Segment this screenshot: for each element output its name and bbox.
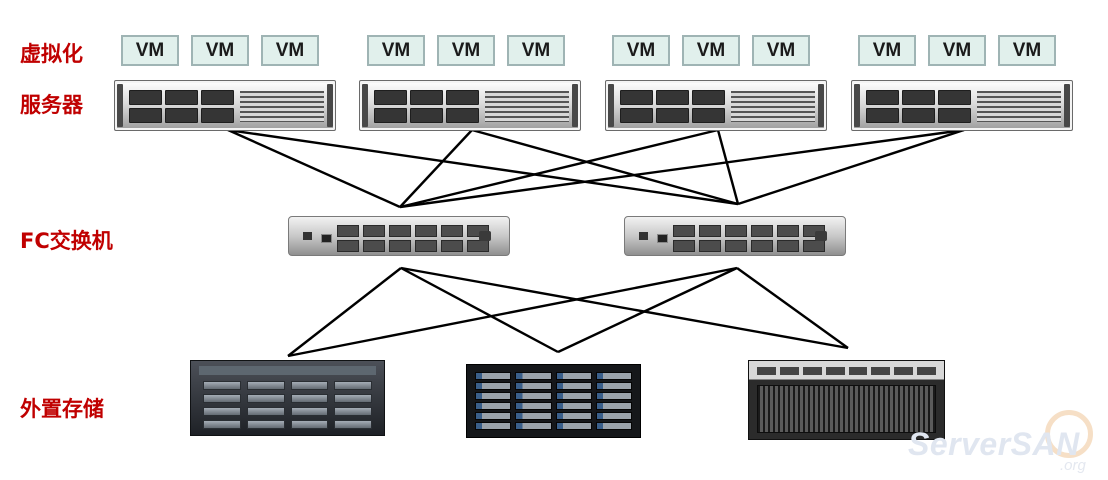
server-switch-link <box>399 128 719 209</box>
server-1 <box>114 80 336 131</box>
vm-box: VM <box>437 35 495 66</box>
storage-array-2 <box>466 364 641 438</box>
label-fc-switch: FC交换机 <box>20 229 113 253</box>
switch-storage-link <box>736 267 849 349</box>
switch-storage-link <box>400 266 849 350</box>
vm-box: VM <box>191 35 249 66</box>
switch-storage-link <box>287 267 402 357</box>
label-external-storage: 外置存储 <box>20 397 104 421</box>
server-switch-link <box>716 129 740 205</box>
server-switch-link <box>471 128 739 206</box>
fc-switch-2 <box>624 216 846 256</box>
vm-box: VM <box>121 35 179 66</box>
switch-storage-link <box>557 266 738 354</box>
vm-box: VM <box>612 35 670 66</box>
fc-switch-1 <box>288 216 510 256</box>
server-4 <box>851 80 1073 131</box>
server-2 <box>359 80 581 131</box>
label-virtualization: 虚拟化 <box>20 42 83 66</box>
vendor-logo-icon <box>479 231 491 241</box>
watermark-text: ServerSAN <box>908 426 1080 462</box>
switch-storage-link <box>400 266 559 354</box>
vm-box: VM <box>507 35 565 66</box>
storage-array-1 <box>190 360 385 436</box>
server-switch-link <box>399 128 965 209</box>
vm-box: VM <box>261 35 319 66</box>
switch-storage-link <box>287 266 738 358</box>
vm-box: VM <box>858 35 916 66</box>
vm-box: VM <box>928 35 986 66</box>
vm-box: VM <box>998 35 1056 66</box>
server-3 <box>605 80 827 131</box>
watermark-logo-icon <box>1045 410 1093 458</box>
server-switch-link <box>399 129 473 208</box>
vm-box: VM <box>367 35 425 66</box>
watermark-suffix: .org <box>1060 457 1086 474</box>
server-switch-link <box>737 128 965 206</box>
server-switch-link <box>227 128 401 209</box>
storage-array-3 <box>748 360 945 440</box>
vendor-logo-icon <box>815 231 827 241</box>
label-servers: 服务器 <box>20 93 83 117</box>
server-switch-link <box>227 128 739 206</box>
vm-box: VM <box>682 35 740 66</box>
vm-box: VM <box>752 35 810 66</box>
